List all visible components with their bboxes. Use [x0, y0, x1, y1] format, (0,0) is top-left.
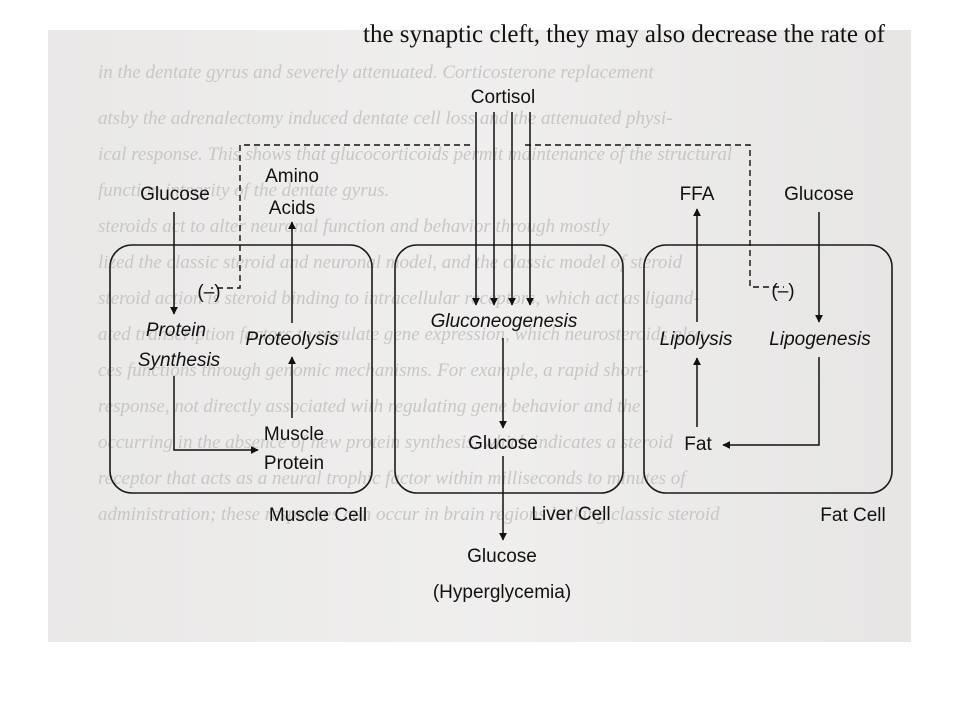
muscle-cell-box: [109, 244, 373, 494]
dashed-link-fat-top: [525, 144, 751, 240]
hyperglycemia-label: (Hyperglycemia): [433, 582, 571, 603]
bg-line-6: lized the classic steroid and neuronal m…: [98, 252, 683, 273]
arrow-lipogenesis-to-fat: [722, 357, 820, 449]
fat-cell-box: [643, 244, 893, 494]
liver-glucose-label: Glucose: [468, 433, 538, 454]
muscle-cell-label: Muscle Cell: [269, 505, 367, 526]
bg-line-12: receptor that acts as a neural trophic f…: [98, 468, 688, 489]
lipogenesis-label: Lipogenesis: [769, 329, 871, 350]
protein-synthesis-label-2: Synthesis: [138, 350, 221, 371]
fat-arrows: [693, 208, 823, 449]
ffa-label: FFA: [680, 184, 715, 205]
bg-line-3: ical response. This shows that glucocort…: [98, 144, 732, 165]
muscle-protein-label-2: Protein: [264, 453, 324, 474]
bg-line-8: ated transcription factors to regulate g…: [98, 324, 704, 345]
lipolysis-label: Lipolysis: [660, 329, 733, 350]
gluconeogenesis-label: Gluconeogenesis: [431, 311, 578, 332]
bg-line-13: administration; these responses can occu…: [98, 504, 720, 525]
muscle-glucose-label: Glucose: [140, 184, 210, 205]
protein-synthesis-label-1: Protein: [146, 320, 206, 341]
fat-label: Fat: [684, 434, 712, 455]
output-glucose-label: Glucose: [467, 546, 537, 567]
bg-line-5: steroids act to alter neuronal function …: [98, 216, 610, 237]
proteolysis-label: Proteolysis: [246, 329, 339, 350]
liver-cell-label: Liver Cell: [531, 504, 610, 525]
background-text: in the dentate gyrus and severely attenu…: [98, 62, 732, 525]
bg-line-1: in the dentate gyrus and severely attenu…: [98, 62, 654, 83]
dashed-link-fat-inhibit: [749, 240, 784, 288]
top-text-line: the synaptic cleft, they may also decrea…: [363, 21, 886, 48]
fat-cell-label: Fat Cell: [820, 505, 885, 526]
arrow-protein-synthesis-to-muscle-protein: [173, 376, 259, 454]
dashed-link-muscle: [211, 144, 470, 289]
muscle-protein-label-1: Muscle: [264, 424, 324, 445]
bg-line-10: response, not directly associated with r…: [98, 396, 640, 417]
bg-line-2: atsby the adrenalectomy induced dentate …: [98, 108, 672, 129]
bg-line-9: ces functions through genomic mechanisms…: [98, 360, 649, 381]
bg-line-4: function integrity of the dentate gyrus.: [98, 180, 389, 201]
fat-glucose-label: Glucose: [784, 184, 854, 205]
bg-line-7: steroid action is steroid binding to int…: [98, 288, 700, 309]
cortisol-label: Cortisol: [471, 87, 535, 108]
cortisol-dashed-links: [211, 144, 784, 289]
muscle-arrows: [170, 212, 296, 454]
amino-acids-label-2: Acids: [269, 198, 315, 219]
fat-inhibit-label: (–): [771, 281, 794, 302]
bg-line-11: occurring in the absence of new protein …: [98, 432, 673, 453]
amino-acids-label-1: Amino: [265, 166, 319, 187]
muscle-inhibit-label: (–): [197, 282, 220, 303]
liver-cell-box: [394, 244, 624, 494]
scanned-page: [48, 30, 911, 642]
cortisol-to-liver-arrows: [472, 112, 534, 306]
